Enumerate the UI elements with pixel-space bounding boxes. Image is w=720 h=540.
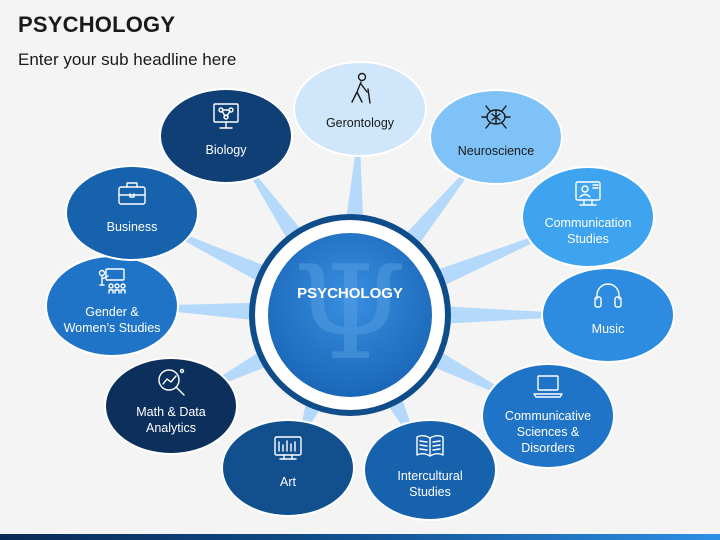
- node-ellipse: [363, 419, 497, 521]
- node-ellipse: [481, 363, 615, 469]
- ray-music: [440, 306, 578, 324]
- art-monitor-icon: [274, 436, 302, 460]
- node-label: Communicative: [505, 409, 591, 423]
- psi-symbol: Ψ: [293, 237, 407, 389]
- headphones-icon: [594, 283, 622, 308]
- node-neuroscience: Neuroscience: [429, 89, 563, 185]
- ray-neuroscience: [400, 159, 478, 252]
- node-label: Studies: [409, 485, 451, 499]
- open-book-icon: [416, 435, 444, 457]
- center-circle: [268, 233, 432, 397]
- center-label: PSYCHOLOGY: [297, 285, 403, 302]
- topic-nodes: GerontologyNeuroscienceCommunicationStud…: [45, 61, 675, 521]
- elderly-person-icon: [351, 72, 371, 104]
- node-label: Women’s Studies: [64, 321, 161, 335]
- node-ellipse: [541, 267, 675, 363]
- ray-gerontology: [345, 138, 364, 226]
- page-subtitle: Enter your sub headline here: [18, 50, 237, 69]
- node-label: Disorders: [521, 441, 575, 455]
- node-ellipse: [159, 88, 293, 184]
- node-label: Gerontology: [326, 116, 395, 130]
- molecule-board-icon: [213, 103, 239, 129]
- node-art: Art: [221, 419, 355, 517]
- node-ellipse: [221, 419, 355, 517]
- briefcase-icon: [118, 182, 146, 205]
- node-ellipse: [521, 166, 655, 268]
- node-label: Gender &: [85, 305, 139, 319]
- page-title: PSYCHOLOGY: [18, 12, 176, 37]
- node-gender-womens-studies: Gender & Women’s Studies: [45, 255, 179, 357]
- node-biology: Biology: [159, 88, 293, 184]
- node-label: Studies: [567, 232, 609, 246]
- node-label: Art: [280, 475, 297, 489]
- node-business: Business: [65, 165, 199, 261]
- node-label: Math & Data: [136, 405, 206, 419]
- footer-bar: [0, 534, 720, 540]
- node-label: Sciences &: [517, 425, 580, 439]
- node-ellipse: [293, 61, 427, 157]
- laptop-icon: [533, 375, 563, 398]
- video-presentation-icon: [575, 181, 601, 206]
- ray-biology: [242, 159, 307, 247]
- presentation-audience-icon: [98, 268, 126, 294]
- node-label: Biology: [206, 143, 248, 157]
- ray-communication-studies: [429, 227, 561, 290]
- node-label: Communication: [545, 216, 632, 230]
- node-label: Intercultural: [397, 469, 462, 483]
- brain-circuit-icon: [481, 105, 511, 129]
- node-label: Music: [592, 322, 625, 336]
- node-gerontology: Gerontology: [293, 61, 427, 157]
- node-label: Neuroscience: [458, 144, 534, 158]
- node-music: Music: [541, 267, 675, 363]
- magnifier-chart-icon: [158, 368, 185, 396]
- node-label: Business: [107, 220, 158, 234]
- node-ellipse: [104, 357, 238, 455]
- node-ellipse: [65, 165, 199, 261]
- node-ellipse: [429, 89, 563, 185]
- node-label: Analytics: [146, 421, 196, 435]
